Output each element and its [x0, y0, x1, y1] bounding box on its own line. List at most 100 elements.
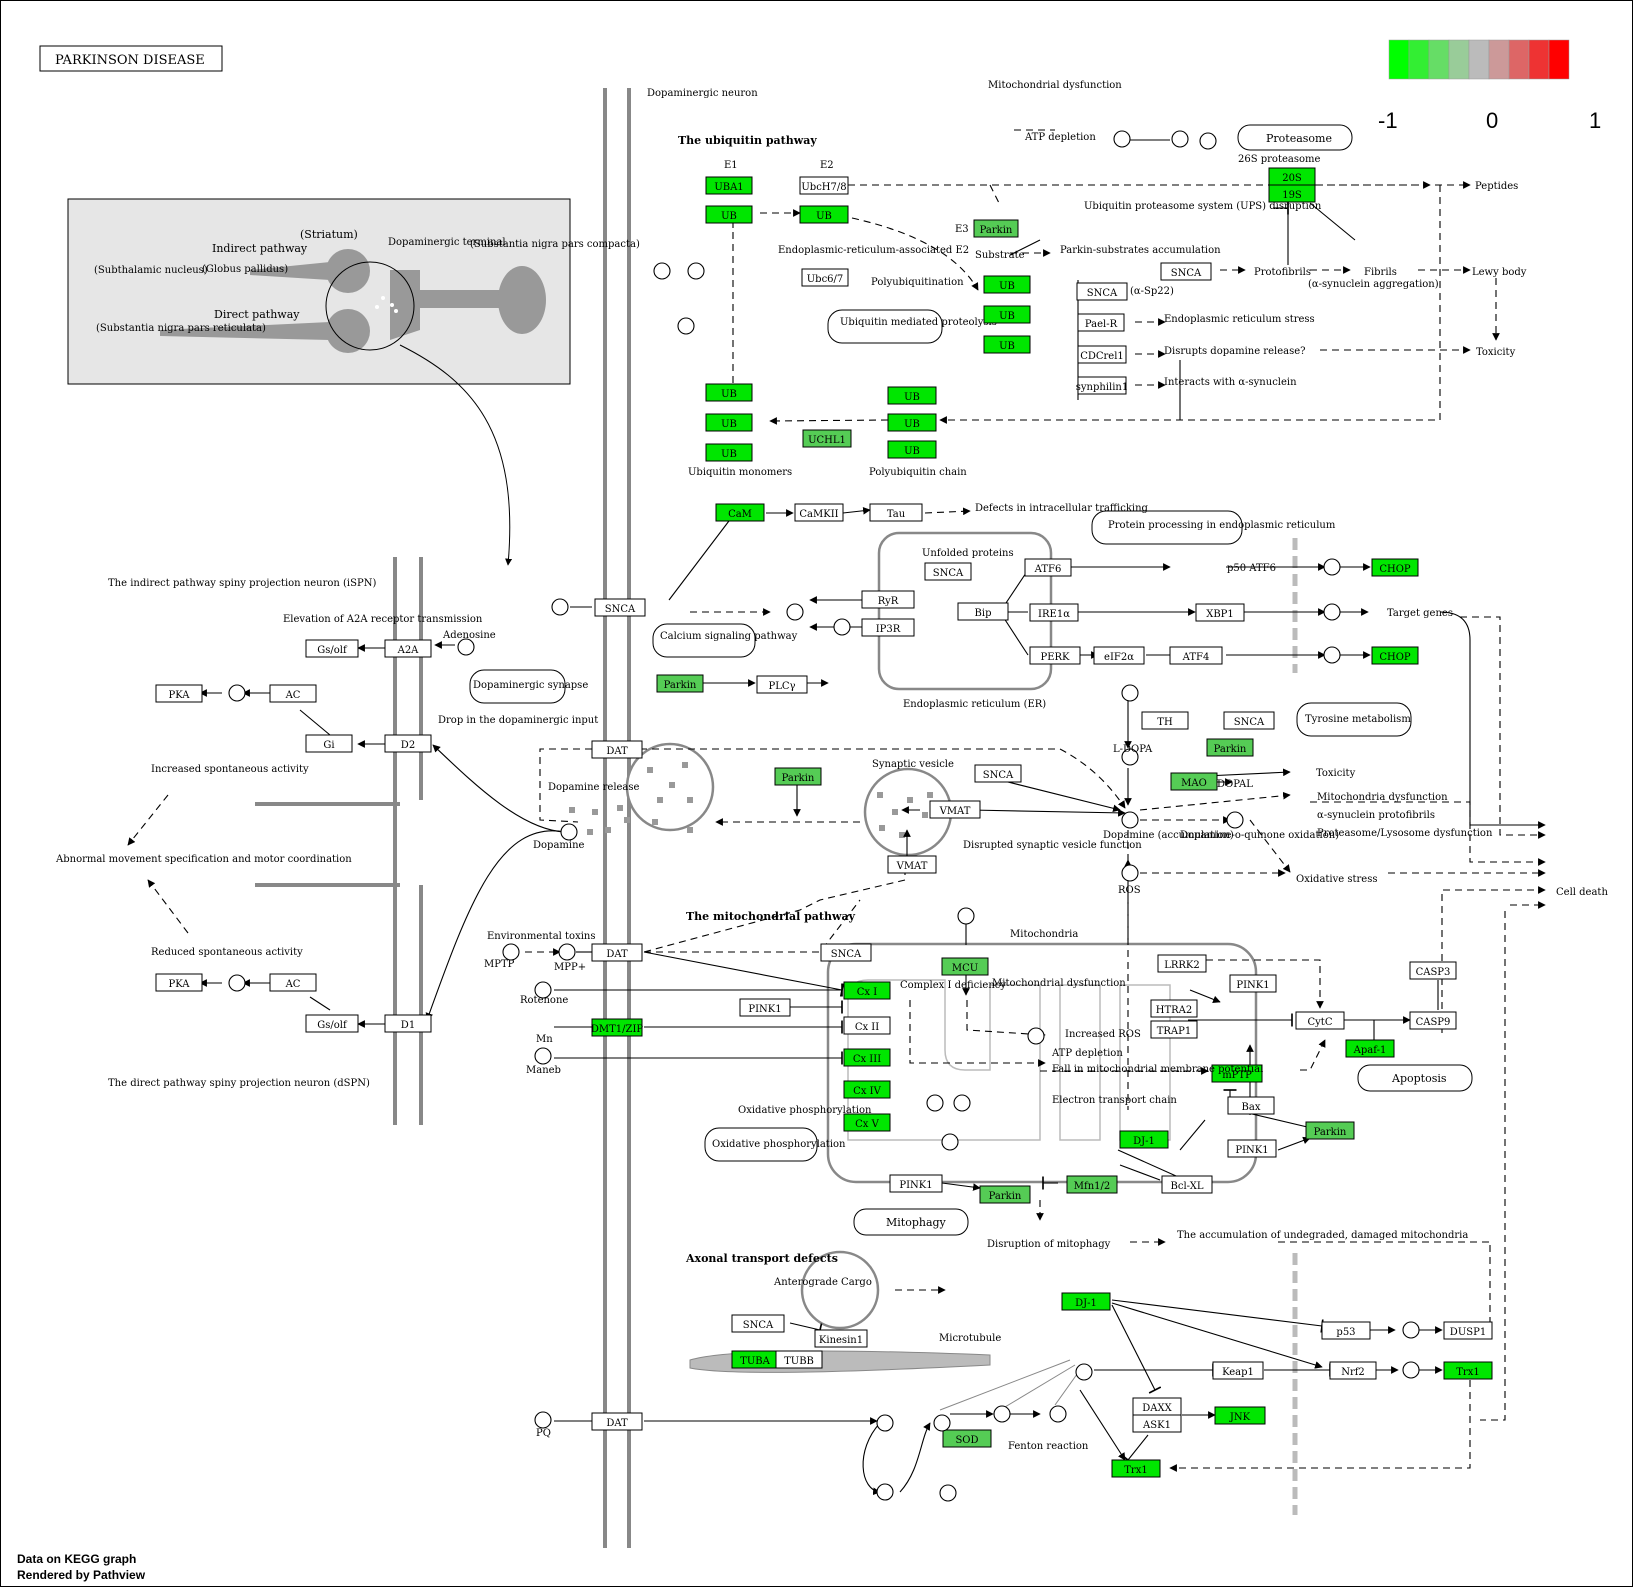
compound-circle[interactable]: [228, 684, 246, 702]
gene-node[interactable]: RyR: [861, 590, 915, 609]
compound-circle[interactable]: [1402, 1321, 1420, 1339]
gene-node[interactable]: SNCA: [1223, 711, 1275, 730]
gene-node[interactable]: CASP3: [1409, 961, 1457, 980]
compound-circle[interactable]: [1171, 130, 1189, 148]
gene-node[interactable]: SNCA: [974, 764, 1022, 783]
compound-circle[interactable]: [534, 981, 552, 999]
compound-circle[interactable]: [1121, 684, 1139, 702]
gene-node[interactable]: Parkin: [973, 219, 1019, 238]
gene-node[interactable]: Pael-R: [1077, 313, 1125, 332]
gene-node[interactable]: DAT: [591, 943, 643, 962]
compound-circle[interactable]: [941, 1133, 959, 1151]
compound-circle[interactable]: [1402, 1361, 1420, 1379]
gene-node[interactable]: Cx V: [843, 1113, 891, 1132]
gene-node[interactable]: TRAP1: [1150, 1020, 1198, 1039]
gene-node[interactable]: ATF4: [1169, 646, 1223, 665]
gene-node[interactable]: XBP1: [1195, 603, 1245, 622]
gene-node[interactable]: DJ-1: [1119, 1130, 1169, 1149]
gene-node[interactable]: SNCA: [1076, 282, 1128, 301]
gene-node[interactable]: D1: [384, 1014, 432, 1033]
gene-node[interactable]: PINK1: [889, 1174, 943, 1193]
gene-node[interactable]: LRRK2: [1157, 954, 1207, 973]
gene-node[interactable]: DAT: [591, 740, 643, 759]
compound-circle[interactable]: [953, 1094, 971, 1112]
gene-node[interactable]: PKA: [155, 973, 203, 992]
compound-circle[interactable]: [1323, 603, 1341, 621]
gene-node[interactable]: IRE1α: [1029, 603, 1079, 622]
gene-node[interactable]: Gs/olf: [305, 1014, 359, 1033]
gene-node[interactable]: UB: [887, 386, 937, 405]
gene-node[interactable]: PERK: [1029, 646, 1081, 665]
gene-node[interactable]: Gi: [305, 734, 353, 753]
gene-node[interactable]: TUBA: [731, 1350, 779, 1369]
compound-circle[interactable]: [457, 638, 475, 656]
compound-circle[interactable]: [1121, 864, 1139, 882]
gene-node[interactable]: UB: [983, 305, 1031, 324]
compound-circle[interactable]: [1049, 1405, 1067, 1423]
gene-node[interactable]: SNCA: [924, 562, 972, 581]
gene-node[interactable]: CASP9: [1409, 1011, 1457, 1030]
gene-node[interactable]: Trx1: [1443, 1361, 1493, 1380]
gene-node[interactable]: UB: [705, 413, 753, 432]
gene-node[interactable]: synphilin1: [1076, 376, 1128, 395]
gene-node[interactable]: SOD: [942, 1429, 992, 1448]
gene-node[interactable]: UB: [705, 443, 753, 462]
gene-node[interactable]: Cx III: [843, 1048, 891, 1067]
compound-circle[interactable]: [1323, 558, 1341, 576]
gene-node[interactable]: CHOP: [1371, 646, 1419, 665]
gene-node[interactable]: Parkin: [979, 1185, 1031, 1204]
compound-circle[interactable]: [993, 1405, 1011, 1423]
gene-node[interactable]: Cx IV: [843, 1080, 891, 1099]
gene-node[interactable]: CaM: [715, 503, 765, 522]
gene-node[interactable]: CDCrel1: [1077, 345, 1127, 364]
gene-node[interactable]: PINK1: [1227, 1139, 1277, 1158]
compound-circle[interactable]: [502, 943, 520, 961]
gene-node[interactable]: UB: [983, 335, 1031, 354]
gene-node[interactable]: mPTP: [1211, 1064, 1263, 1083]
gene-node[interactable]: ASK1: [1132, 1414, 1182, 1433]
gene-node[interactable]: 19S: [1268, 184, 1316, 203]
compound-circle[interactable]: [551, 598, 569, 616]
gene-node[interactable]: Keap1: [1212, 1361, 1264, 1380]
gene-node[interactable]: Mfn1/2: [1066, 1175, 1118, 1194]
gene-node[interactable]: UB: [887, 413, 937, 432]
gene-node[interactable]: AC: [269, 973, 317, 992]
gene-node[interactable]: Nrf2: [1329, 1361, 1377, 1380]
gene-node[interactable]: A2A: [384, 639, 432, 658]
gene-node[interactable]: SNCA: [1160, 262, 1212, 281]
gene-node[interactable]: Bcl-XL: [1161, 1175, 1213, 1194]
compound-circle[interactable]: [687, 262, 705, 280]
compound-circle[interactable]: [677, 317, 695, 335]
gene-node[interactable]: Gs/olf: [305, 639, 359, 658]
compound-circle[interactable]: [653, 262, 671, 280]
gene-node[interactable]: PINK1: [739, 998, 791, 1017]
gene-node[interactable]: VMAT: [929, 800, 981, 819]
gene-node[interactable]: eIF2α: [1093, 646, 1145, 665]
gene-node[interactable]: 20S: [1268, 167, 1316, 186]
gene-node[interactable]: Parkin: [656, 674, 704, 693]
compound-circle[interactable]: [1027, 1027, 1045, 1045]
gene-node[interactable]: UCHL1: [802, 429, 852, 448]
gene-node[interactable]: DMT1/ZIP: [591, 1018, 644, 1037]
gene-node[interactable]: ATF6: [1024, 558, 1072, 577]
gene-node[interactable]: Bip: [957, 602, 1009, 621]
gene-node[interactable]: TUBB: [775, 1350, 823, 1369]
gene-node[interactable]: MAO: [1170, 772, 1218, 791]
gene-node[interactable]: Trx1: [1111, 1459, 1161, 1478]
gene-node[interactable]: Bax: [1227, 1096, 1275, 1115]
gene-node[interactable]: HTRA2: [1150, 999, 1198, 1018]
compound-circle[interactable]: [939, 1484, 957, 1502]
gene-node[interactable]: UbcH7/8: [799, 176, 849, 195]
gene-node[interactable]: SNCA: [820, 943, 872, 962]
compound-circle[interactable]: [560, 823, 578, 841]
gene-node[interactable]: Parkin: [774, 767, 822, 786]
gene-node[interactable]: JNK: [1214, 1406, 1266, 1425]
gene-node[interactable]: Cx I: [843, 981, 891, 1000]
gene-node[interactable]: CytC: [1295, 1011, 1345, 1030]
gene-node[interactable]: p53: [1321, 1321, 1371, 1340]
gene-node[interactable]: DJ-1: [1061, 1292, 1111, 1311]
compound-circle[interactable]: [1121, 811, 1139, 829]
compound-circle[interactable]: [558, 943, 576, 961]
compound-circle[interactable]: [933, 1414, 951, 1432]
gene-node[interactable]: DAT: [591, 1412, 643, 1431]
